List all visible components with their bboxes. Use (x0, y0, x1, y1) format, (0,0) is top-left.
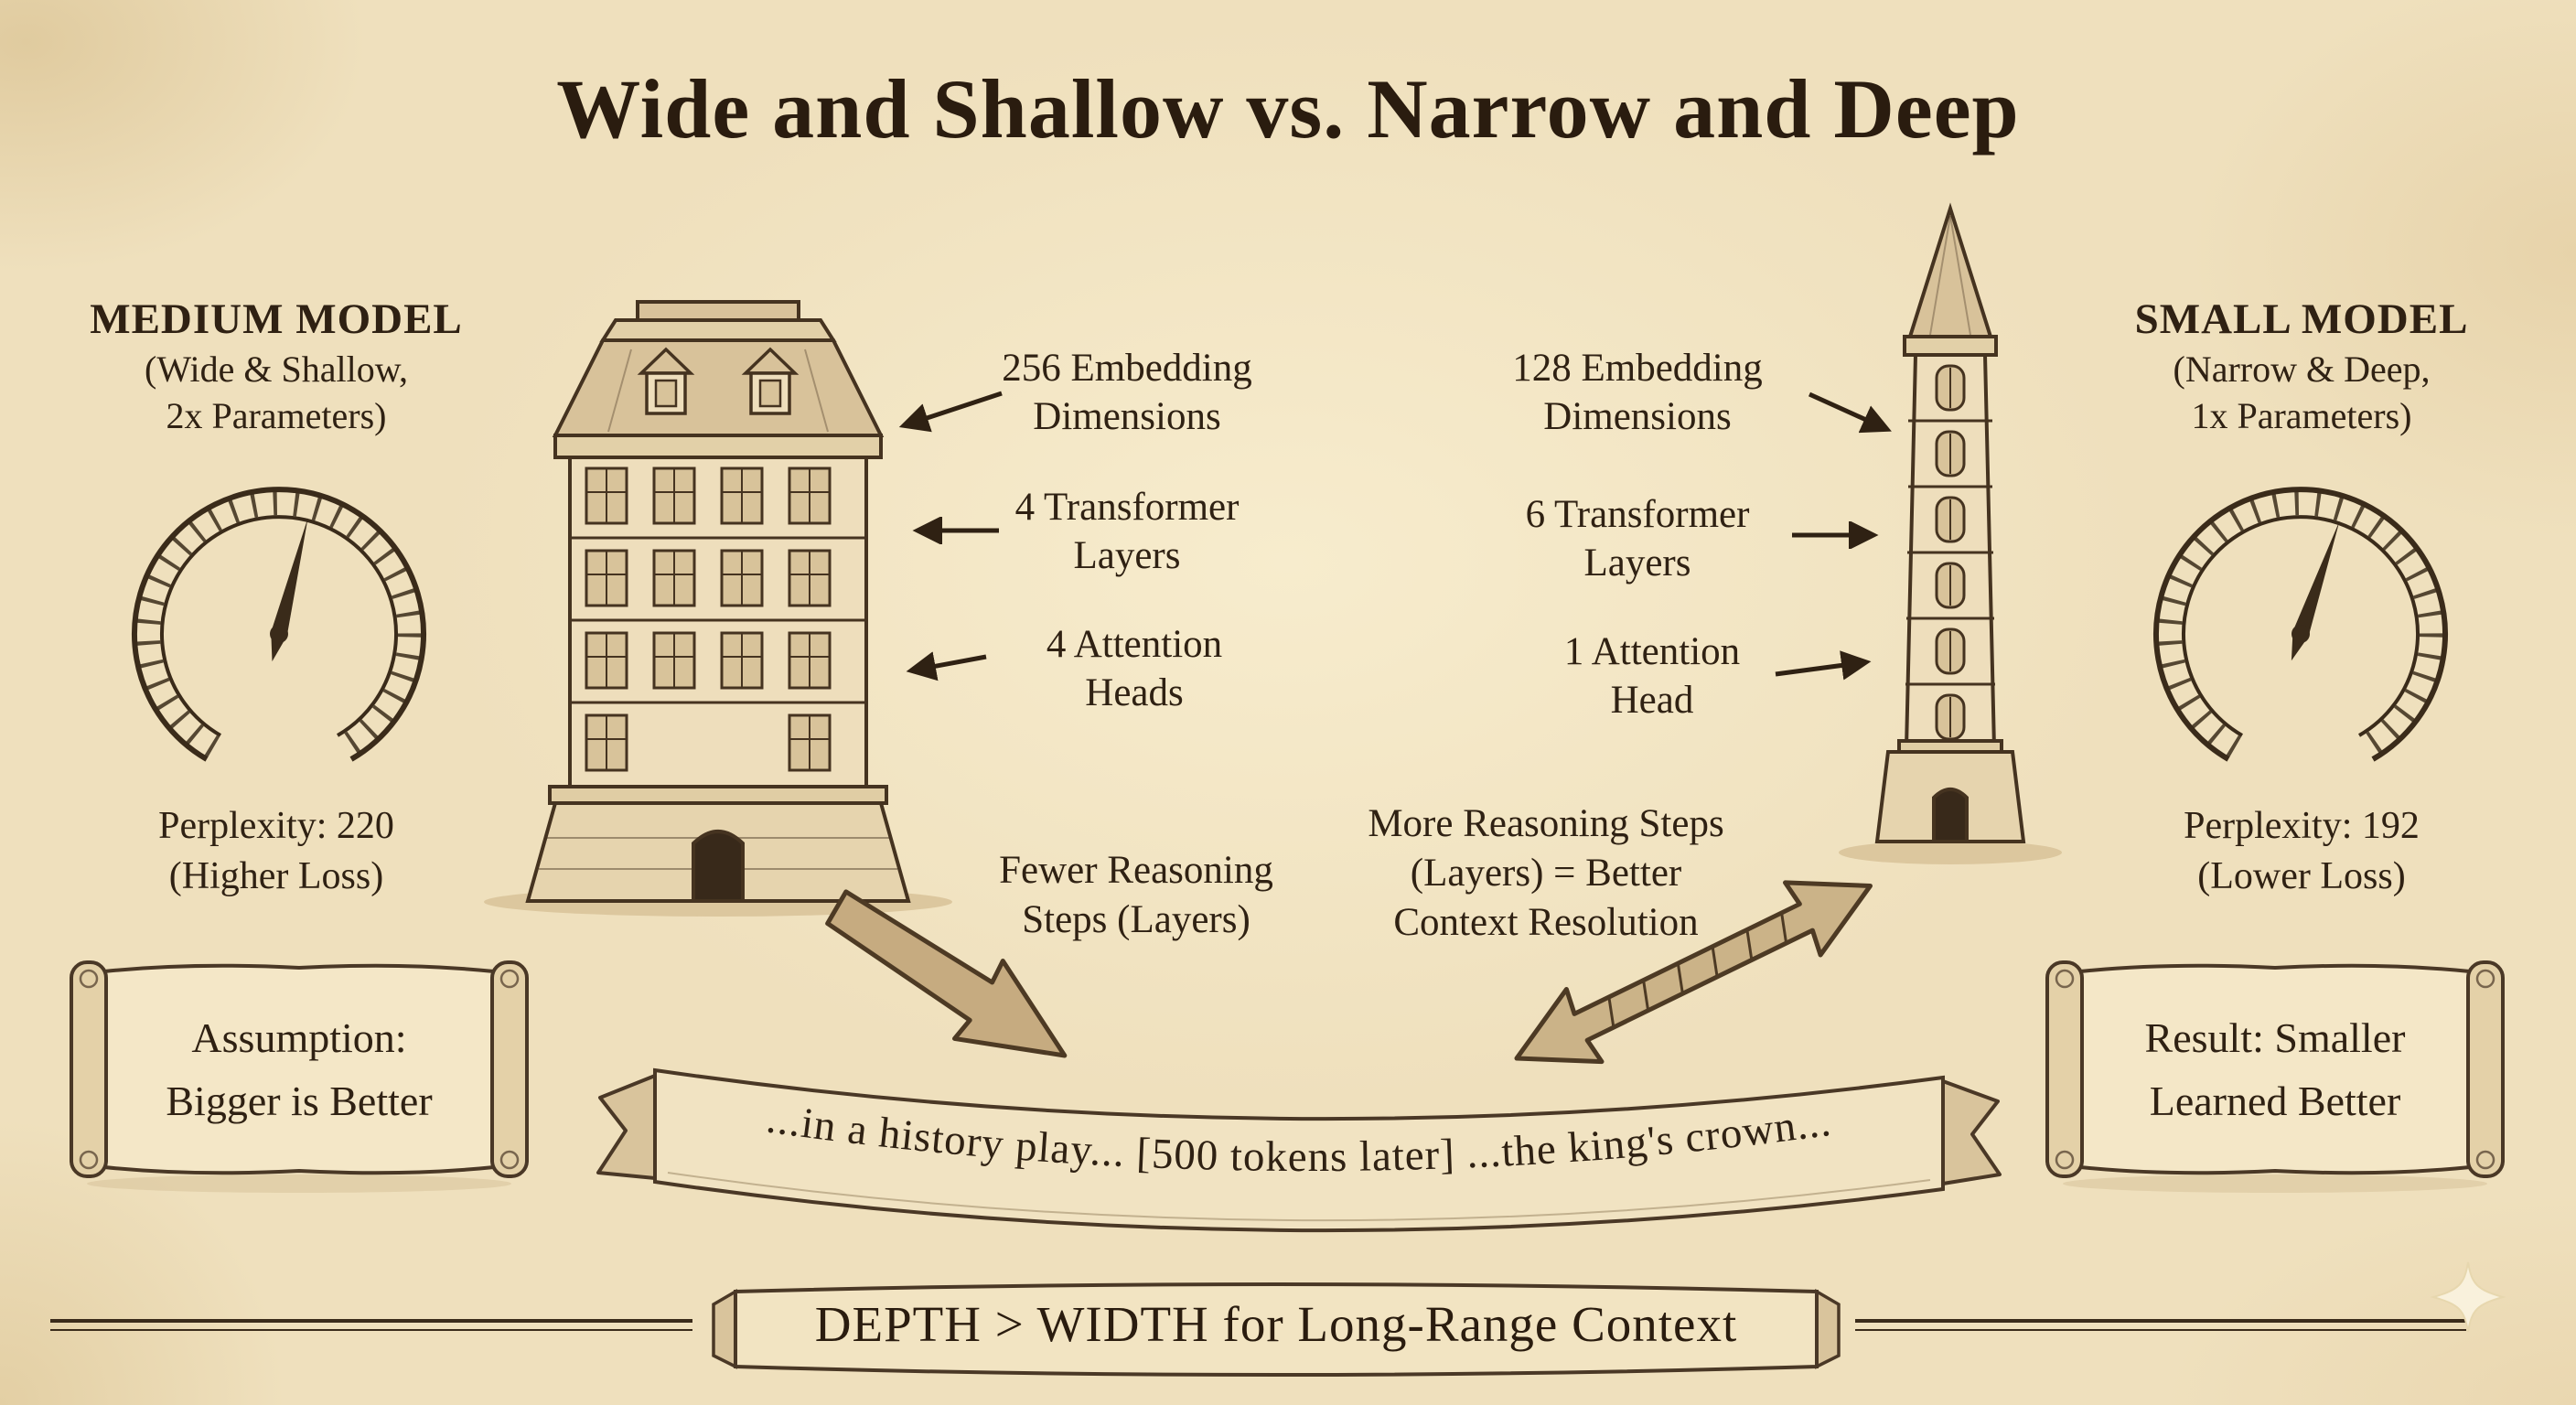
sparkle-icon (2430, 1261, 2506, 1333)
label-line: Layers (1583, 542, 1691, 585)
medium-perplexity-value: Perplexity: 220 (158, 805, 394, 847)
embedding-arrow-left-icon (898, 391, 1003, 433)
small-model-title: SMALL MODEL (2134, 295, 2469, 343)
perplexity-gauge-left (132, 487, 426, 762)
label-line: Layers (1073, 534, 1181, 578)
label-line: 4 Transformer (1014, 486, 1240, 529)
small-model-heading: SMALL MODEL (Narrow & Deep, 1x Parameter… (2036, 293, 2567, 439)
medium-loss-note: (Higher Loss) (168, 855, 384, 898)
scroll-illustration (70, 960, 529, 1193)
note-line: More Reasoning Steps (1368, 802, 1724, 845)
label-embedding-left: 256 Embedding Dimensions (1002, 344, 1252, 442)
result-scroll: Result: Smaller Learned Better (2033, 940, 2517, 1201)
label-heads-right: 1 Attention Head (1564, 627, 1740, 725)
label-line: 4 Attention (1046, 623, 1223, 666)
label-heads-left: 4 Attention Heads (1046, 620, 1222, 718)
result-line-2: Learned Better (2149, 1078, 2401, 1124)
wide-building-illustration (484, 300, 952, 917)
label-layers-right: 6 Transformer Layers (1526, 490, 1750, 588)
fewer-steps-note: Fewer Reasoning Steps (Layers) (999, 846, 1273, 945)
medium-perplexity-block: Perplexity: 220 (Higher Loss) (11, 801, 542, 903)
label-line: Dimensions (1033, 395, 1221, 439)
note-line: (Layers) = Better (1410, 852, 1682, 896)
layers-arrow-left-icon (912, 517, 999, 544)
layers-arrow-right-icon (1792, 521, 1879, 549)
medium-model-title: MEDIUM MODEL (90, 295, 463, 343)
label-line: Heads (1085, 671, 1184, 715)
page-title: Wide and Shallow vs. Narrow and Deep (556, 62, 2020, 156)
gauge-needle (2291, 520, 2340, 661)
label-line: 128 Embedding (1512, 347, 1763, 390)
context-ribbon: ...in a history play... [500 tokens late… (596, 1067, 2002, 1233)
assumption-line-1: Assumption: (191, 1014, 407, 1061)
divider-line-right (1855, 1319, 2466, 1331)
note-line: Steps (Layers) (1022, 898, 1250, 942)
medium-model-subtitle-1: (Wide & Shallow, (145, 349, 408, 391)
label-layers-left: 4 Transformer Layers (1015, 483, 1240, 581)
label-line: Dimensions (1543, 395, 1732, 439)
small-loss-note: (Lower Loss) (2197, 855, 2406, 898)
label-line: 6 Transformer (1525, 493, 1750, 536)
small-perplexity-value: Perplexity: 192 (2184, 805, 2420, 847)
perplexity-gauge-right (2153, 487, 2448, 762)
more-steps-note: More Reasoning Steps (Layers) = Better C… (1368, 799, 1723, 949)
footer-banner-text: DEPTH > WIDTH for Long-Range Context (814, 1296, 1738, 1352)
embedding-arrow-right-icon (1808, 391, 1892, 434)
more-steps-double-arrow-icon (1514, 880, 1873, 1065)
assumption-scroll-text: Assumption: Bigger is Better (57, 1006, 542, 1132)
note-line: Context Resolution (1393, 901, 1699, 945)
divider-line-left (50, 1319, 692, 1331)
label-line: 1 Attention (1563, 630, 1741, 673)
footer-banner (712, 1282, 1841, 1377)
result-scroll-text: Result: Smaller Learned Better (2033, 1006, 2517, 1132)
label-line: Head (1610, 679, 1694, 723)
label-line: 256 Embedding (1002, 347, 1252, 390)
fewer-steps-arrow-icon (825, 889, 1068, 1058)
result-line-1: Result: Smaller (2144, 1014, 2406, 1061)
scroll-illustration (2045, 960, 2505, 1193)
gauge-needle (271, 517, 308, 662)
small-model-subtitle-1: (Narrow & Deep, (2173, 349, 2431, 391)
note-line: Fewer Reasoning (999, 849, 1273, 892)
small-model-subtitle-2: 1x Parameters) (2191, 394, 2412, 436)
heads-arrow-left-icon (906, 651, 987, 681)
tall-tower-illustration (1839, 202, 2062, 864)
assumption-line-2: Bigger is Better (166, 1078, 433, 1124)
medium-model-heading: MEDIUM MODEL (Wide & Shallow, 2x Paramet… (11, 293, 542, 439)
assumption-scroll: Assumption: Bigger is Better (57, 940, 542, 1201)
label-embedding-right: 128 Embedding Dimensions (1512, 344, 1763, 442)
heads-arrow-right-icon (1775, 650, 1872, 681)
small-perplexity-block: Perplexity: 192 (Lower Loss) (2036, 801, 2567, 903)
medium-model-subtitle-2: 2x Parameters) (166, 394, 387, 436)
